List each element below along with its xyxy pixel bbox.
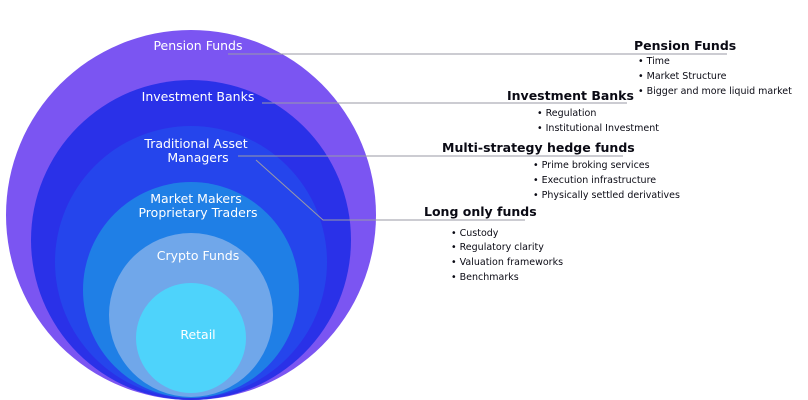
callout-pension-title: Pension Funds (634, 38, 736, 53)
callout-long-only-bullet: • Custody (451, 228, 499, 239)
callout-hedge-title: Multi-strategy hedge funds (442, 140, 635, 155)
ring-label-crypto: Crypto Funds (157, 248, 240, 263)
callout-pension: Pension Funds • Time • Market Structure … (634, 38, 792, 97)
ring-retail (136, 283, 246, 393)
ring-label-traditional: Traditional Asset Managers (143, 136, 251, 165)
ring-label-traditional-line2: Managers (167, 150, 228, 165)
ring-label-traditional-line1: Traditional Asset (143, 136, 247, 151)
callout-investment-title: Investment Banks (507, 88, 634, 103)
callout-investment: Investment Banks • Regulation • Institut… (507, 88, 659, 134)
callout-long-only-bullet: • Benchmarks (451, 272, 519, 283)
ring-label-market-makers-line2: Proprietary Traders (138, 205, 257, 220)
callout-long-only-title: Long only funds (424, 204, 537, 219)
connectors-group (228, 53, 727, 221)
rings-group (6, 30, 376, 400)
callout-investment-bullet: • Regulation (537, 108, 596, 119)
callout-long-only-bullet: • Regulatory clarity (451, 242, 544, 253)
callout-long-only-bullet: • Valuation frameworks (451, 257, 563, 268)
callout-hedge: Multi-strategy hedge funds • Prime broki… (442, 140, 680, 201)
callout-long-only: Long only funds • Custody • Regulatory c… (424, 204, 563, 283)
ring-label-investment: Investment Banks (142, 89, 255, 104)
callout-pension-bullet: • Market Structure (638, 71, 727, 82)
callout-hedge-bullet: • Execution infrastructure (533, 175, 656, 186)
callout-pension-bullet: • Time (638, 56, 670, 67)
ring-label-retail: Retail (180, 327, 215, 342)
callout-hedge-bullet: • Physically settled derivatives (533, 190, 680, 201)
ring-labels-group: Pension Funds Investment Banks Tradition… (138, 38, 257, 342)
callout-pension-bullet: • Bigger and more liquid market (638, 86, 792, 97)
callout-investment-bullet: • Institutional Investment (537, 123, 659, 134)
ring-label-market-makers-line1: Market Makers (150, 191, 242, 206)
ring-label-pension: Pension Funds (153, 38, 242, 53)
callout-hedge-bullet: • Prime broking services (533, 160, 650, 171)
ring-label-market-makers: Market Makers Proprietary Traders (138, 191, 257, 220)
callouts-group: Pension Funds • Time • Market Structure … (424, 38, 792, 283)
connector-long-only (255, 159, 525, 221)
